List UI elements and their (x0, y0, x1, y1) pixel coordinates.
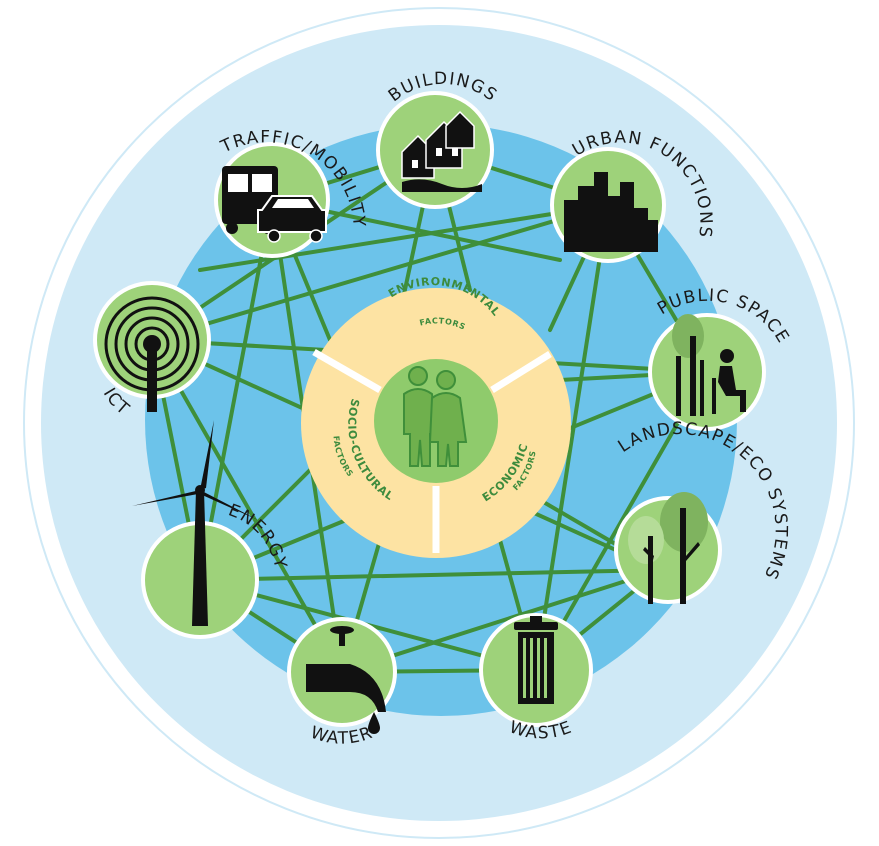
node-ict: ICT (93, 281, 211, 420)
trash-can-icon (514, 616, 558, 704)
antenna-signal-icon (104, 296, 200, 392)
node-waste: WASTE (479, 613, 593, 743)
node-traffic-mobility: TRAFFIC/MOBILITY (214, 127, 367, 258)
wind-turbine-icon (132, 420, 258, 626)
people-icon (403, 366, 468, 467)
houses-icon (401, 110, 482, 192)
person-on-bench-icon (672, 314, 746, 416)
sector-divider (312, 348, 382, 394)
center-factors: ENVIRONMENTAL FACTORS SOCIO-CULTURAL FAC… (301, 275, 571, 558)
water-tap-icon (306, 626, 386, 734)
node-water: WATER (287, 617, 397, 749)
city-skyline-icon (564, 172, 658, 252)
bus-and-car-icon (222, 166, 327, 243)
sector-divider (490, 351, 552, 393)
antenna-mast (147, 344, 157, 412)
trees-icon (628, 492, 708, 604)
outer-boundary-ring (23, 7, 855, 839)
